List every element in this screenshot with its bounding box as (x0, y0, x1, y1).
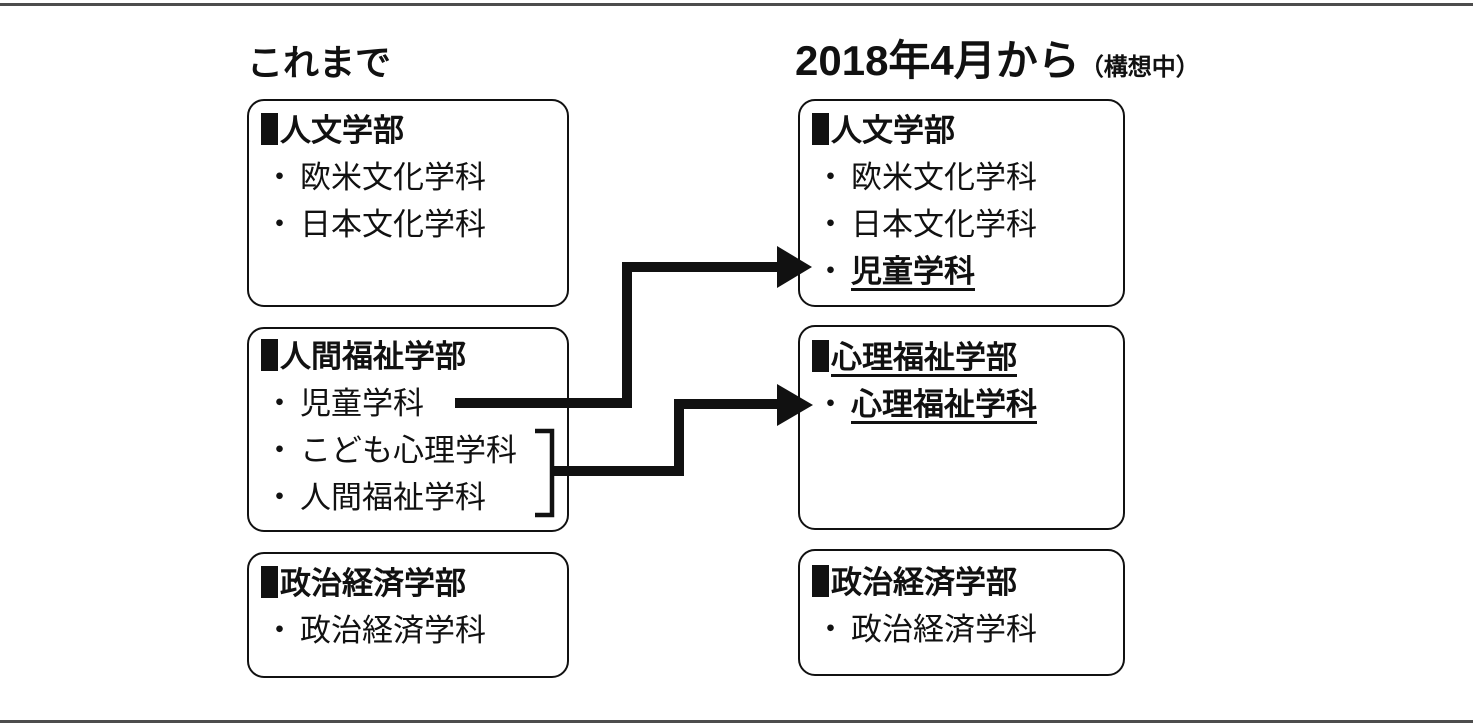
department-item: ・こども心理学科 (261, 427, 555, 474)
department-name: 政治経済学科 (300, 613, 486, 648)
column-title-after-main: 2018年4月から (795, 37, 1080, 84)
faculty-marker-icon (812, 113, 829, 145)
department-item-new: ・児童学科 (812, 248, 1111, 295)
department-item: ・政治経済学科 (812, 606, 1111, 653)
department-item: ・政治経済学科 (261, 607, 555, 654)
faculty-marker-icon (261, 566, 278, 598)
department-name-highlighted: 児童学科 (851, 254, 975, 289)
department-item: ・欧米文化学科 (812, 154, 1111, 201)
column-title-after: 2018年4月から（構想中） (795, 27, 1200, 88)
faculty-marker-icon (261, 113, 278, 145)
faculty-name: 政治経済学部 (280, 566, 466, 601)
faculty-header: 人文学部 (261, 107, 555, 154)
faculty-name: 政治経済学部 (831, 565, 1017, 600)
bullet: ・ (815, 254, 846, 289)
bullet: ・ (815, 160, 846, 195)
bullet: ・ (264, 160, 295, 195)
bullet: ・ (264, 433, 295, 468)
department-item: ・欧米文化学科 (261, 154, 555, 201)
arrow-merge-to-shinri-fukushi (552, 399, 779, 476)
department-name: こども心理学科 (300, 433, 517, 468)
box-after-jinbun-gakubu: 人文学部 ・欧米文化学科 ・日本文化学科 ・児童学科 (798, 99, 1125, 307)
faculty-marker-icon (261, 339, 278, 371)
department-item: ・日本文化学科 (812, 201, 1111, 248)
column-title-after-note: （構想中） (1079, 54, 1200, 81)
department-name: 欧米文化学科 (851, 160, 1037, 195)
box-before-seiji-keizai-gakubu: 政治経済学部 ・政治経済学科 (247, 552, 569, 678)
department-name: 人間福祉学科 (300, 480, 486, 515)
department-item: ・日本文化学科 (261, 201, 555, 248)
faculty-header: 人間福祉学部 (261, 333, 555, 380)
faculty-header: 政治経済学部 (812, 559, 1111, 606)
bullet: ・ (264, 207, 295, 242)
faculty-marker-icon (812, 340, 829, 372)
department-name: 日本文化学科 (300, 207, 486, 242)
bullet: ・ (815, 387, 846, 422)
faculty-header-new: 心理福祉学部 (812, 334, 1111, 381)
department-item-new: ・心理福祉学科 (812, 381, 1111, 428)
column-title-before: これまで (247, 42, 392, 83)
bullet: ・ (264, 480, 295, 515)
faculty-name-highlighted: 心理福祉学部 (831, 340, 1017, 375)
faculty-header: 政治経済学部 (261, 560, 555, 607)
department-item: ・人間福祉学科 (261, 474, 555, 521)
top-rule (0, 3, 1473, 6)
department-name: 政治経済学科 (851, 612, 1037, 647)
box-after-seiji-keizai-gakubu: 政治経済学部 ・政治経済学科 (798, 549, 1125, 676)
department-name: 日本文化学科 (851, 207, 1037, 242)
box-after-shinri-fukushi-gakubu: 心理福祉学部 ・心理福祉学科 (798, 325, 1125, 530)
bottom-rule (0, 720, 1473, 723)
box-before-ningen-fukushi-gakubu: 人間福祉学部 ・児童学科 ・こども心理学科 ・人間福祉学科 (247, 327, 569, 532)
department-name-highlighted: 心理福祉学科 (851, 387, 1037, 422)
bullet: ・ (815, 207, 846, 242)
faculty-name: 人間福祉学部 (280, 339, 466, 374)
faculty-marker-icon (812, 565, 829, 597)
box-before-jinbun-gakubu: 人文学部 ・欧米文化学科 ・日本文化学科 (247, 99, 569, 307)
department-item: ・児童学科 (261, 380, 555, 427)
faculty-header: 人文学部 (812, 107, 1111, 154)
bullet: ・ (815, 612, 846, 647)
faculty-name: 人文学部 (831, 113, 955, 148)
department-name: 欧米文化学科 (300, 160, 486, 195)
bullet: ・ (264, 386, 295, 421)
bullet: ・ (264, 613, 295, 648)
department-name: 児童学科 (300, 386, 424, 421)
faculty-name: 人文学部 (280, 113, 404, 148)
